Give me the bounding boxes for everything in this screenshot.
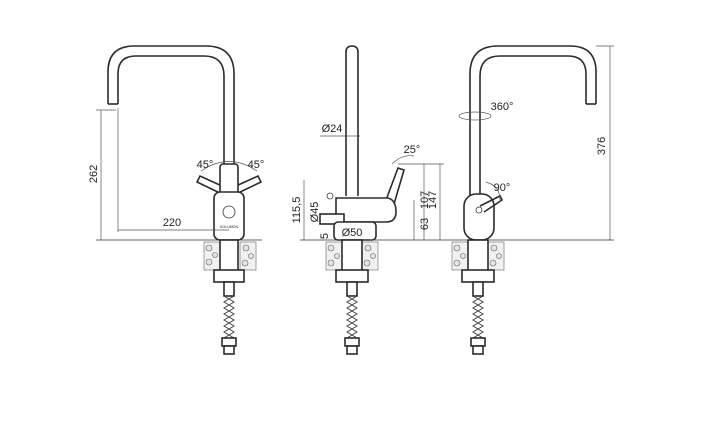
front-hose-end	[223, 345, 235, 355]
back-rod	[472, 281, 484, 297]
side-hose-end	[346, 345, 358, 355]
back-mount-nut	[461, 269, 495, 283]
side-hoses	[346, 295, 358, 339]
back-lever-angle-arc	[485, 181, 501, 201]
side-axis-height-label: 63	[419, 218, 431, 230]
side-rod	[346, 281, 358, 297]
side-handle-knob	[319, 213, 345, 225]
back-lever-angle-label: 90°	[494, 182, 511, 194]
side-spout-diameter-label: Ø24	[322, 123, 343, 135]
side-mount-nut	[335, 269, 369, 283]
side-lever	[385, 166, 405, 205]
side-hose-fitting	[344, 337, 360, 347]
side-body	[335, 197, 397, 223]
front-lever-right	[235, 174, 263, 195]
side-base-gap-label: 5	[319, 233, 331, 239]
side-small-knob	[326, 192, 334, 200]
front-body	[213, 191, 245, 241]
back-hose-fitting	[470, 337, 486, 347]
side-shank	[341, 239, 363, 273]
front-hose-fitting	[221, 337, 237, 347]
front-hoses	[223, 295, 235, 339]
front-brand-text: SOLUMON	[220, 225, 239, 229]
back-shank	[467, 239, 489, 273]
side-body-height-label: 115,5	[291, 197, 303, 224]
front-left-angle-label: 45°	[197, 159, 214, 171]
back-rotation-label: 360°	[491, 101, 514, 113]
side-mount-stones	[325, 241, 379, 271]
side-lever-height-label: 107	[419, 191, 431, 209]
front-logo-circle	[222, 205, 236, 219]
side-lever-angle-arc	[391, 155, 415, 165]
back-mount-stones	[451, 241, 505, 271]
side-body-diameter-label: Ø45	[309, 202, 321, 223]
front-rod	[223, 281, 235, 297]
front-right-angle-label: 45°	[248, 159, 265, 171]
front-mount-stones	[203, 241, 257, 271]
back-rotation-ellipse	[458, 111, 492, 121]
front-shank	[219, 239, 239, 273]
back-lever-pivot	[475, 206, 483, 214]
back-lever	[479, 194, 504, 213]
front-view: SOLUMON 45° 45° 262 220	[88, 45, 265, 355]
front-mount-nut	[213, 269, 245, 283]
front-angle-arc	[200, 161, 258, 172]
front-lever-stem	[219, 163, 239, 195]
side-view: Ø24 115,5 Ø45 Ø50 5 25° 107 147 63	[291, 45, 448, 355]
back-total-height-label: 376	[596, 137, 608, 155]
back-hoses	[472, 295, 484, 339]
back-hose-end	[472, 345, 484, 355]
front-lever-left	[195, 174, 223, 195]
side-lever-angle-label: 25°	[404, 144, 421, 156]
front-height-label: 262	[88, 165, 100, 183]
back-spout	[469, 45, 597, 196]
back-view: 360° 90° 376	[448, 45, 614, 355]
side-total-body-label: 147	[427, 191, 439, 209]
front-spout	[107, 45, 235, 166]
front-reach-label: 220	[163, 217, 181, 229]
side-spout	[345, 45, 359, 196]
side-base-diameter-label: Ø50	[342, 227, 363, 239]
